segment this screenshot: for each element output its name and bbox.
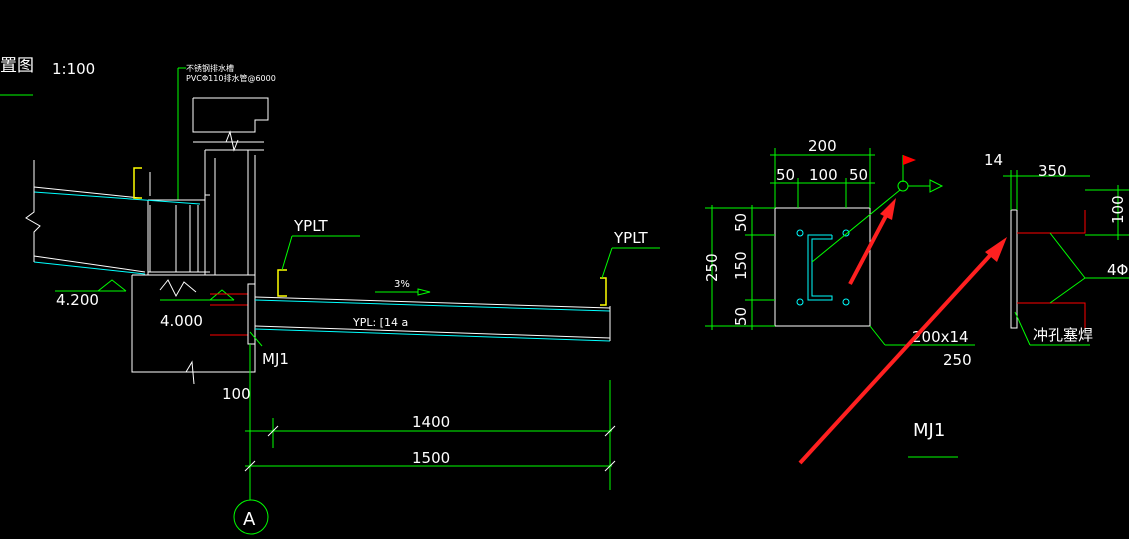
weld-note: 冲孔塞焊 — [1033, 326, 1093, 344]
mj1-dimensions — [705, 148, 875, 330]
side-width-label: 350 — [1038, 162, 1067, 180]
dim-50-v-a: 50 — [732, 213, 750, 232]
elevation-upper: 4.200 — [56, 291, 99, 309]
bolt-hole-tr — [842, 229, 850, 237]
elevation-lower: 4.000 — [160, 312, 203, 330]
bolt-hole-bl — [796, 298, 804, 306]
tick-3 — [244, 460, 256, 472]
mj1-plate-view — [774, 189, 975, 346]
yplt-right-leader — [601, 247, 613, 279]
drawing-title: 置图 — [0, 56, 34, 76]
beam-top-cyan — [254, 299, 611, 312]
bolt-hole-tl — [796, 229, 804, 237]
weld-ref-arrow — [929, 179, 944, 193]
red-arrow-1-head — [880, 198, 896, 220]
yplt-label-right: YPLT — [613, 229, 648, 247]
beam-bot-white — [254, 325, 611, 339]
roof-slab-bot-white — [33, 255, 146, 273]
dim-50-a: 50 — [776, 166, 795, 184]
side-red-top — [1017, 210, 1086, 234]
beam-top-white — [254, 296, 611, 309]
side-red-bot — [1017, 302, 1086, 328]
gutter-channel-left — [133, 167, 142, 199]
red-arrow-2-head — [985, 237, 1007, 262]
parapet-cap — [192, 97, 269, 133]
plate-length-label: 250 — [943, 351, 972, 369]
lower-beam — [131, 274, 256, 373]
weld-circle — [897, 180, 909, 192]
note-line-1: 不锈钢排水槽 — [186, 63, 234, 73]
section-structure — [131, 97, 269, 385]
weld-leader — [1014, 311, 1031, 346]
roof-slab-bot-cyan — [33, 261, 146, 275]
plate-leader-down — [869, 325, 886, 346]
roof-slab-top-cyan — [33, 191, 201, 205]
roof-slab-break — [25, 160, 41, 262]
elevation-markers: 4.200 4.000 — [55, 279, 256, 345]
section-dimensions — [244, 344, 616, 500]
roof-slab-top-white — [33, 186, 141, 199]
side-leader-b — [1049, 277, 1086, 304]
side-thk-label: 14 — [984, 151, 1003, 169]
axis-bubble: A — [233, 499, 269, 535]
embed-plate-outline — [774, 207, 871, 327]
yplt-labels: YPLT YPLT — [281, 217, 660, 279]
drawing-header: 置图 1:100 — [0, 56, 95, 96]
red-arrow-1-shaft — [848, 211, 890, 285]
plate-size-label: 200x14 — [912, 328, 969, 346]
yplt-label-left: YPLT — [293, 217, 328, 235]
dim-100-b: 100 — [809, 166, 838, 184]
yplt-left-leader — [281, 235, 293, 271]
drainage-note: 不锈钢排水槽 PVCΦ110排水管@6000 — [177, 63, 276, 200]
red-arrow-2-shaft — [798, 248, 997, 465]
side-plate — [1010, 209, 1018, 329]
tick-4 — [604, 460, 616, 472]
bolt-note: 4Φ — [1107, 261, 1128, 279]
mj1-detail-title: MJ1 — [913, 420, 945, 441]
beam-channel-left — [277, 269, 287, 297]
parapet-break-zig — [225, 130, 239, 152]
dim-1500: 1500 — [412, 449, 450, 467]
canopy-beam: YPL: [14 a 3% — [254, 269, 611, 342]
mj1-side-view — [1003, 170, 1129, 346]
elev-marker-upper — [97, 279, 127, 292]
dim-100: 100 — [222, 385, 251, 403]
annotation-arrows — [798, 198, 1007, 465]
beam-break-bottom — [185, 360, 195, 385]
plate-diagonal — [811, 189, 901, 263]
roof-slab — [25, 160, 201, 275]
dim-50-c: 50 — [849, 166, 868, 184]
mj1-leader-line — [249, 331, 263, 347]
tick-1 — [267, 425, 279, 437]
axis-circle — [233, 499, 269, 535]
slope-arrow-head — [417, 288, 431, 296]
beam-label: YPL: [14 a — [352, 316, 408, 329]
dim-1400: 1400 — [412, 413, 450, 431]
side-leader-a — [1049, 232, 1086, 279]
slope-label: 3% — [394, 279, 410, 290]
dim-250-v: 250 — [703, 253, 721, 282]
tick-2 — [604, 425, 616, 437]
dim-150-v: 150 — [732, 251, 750, 280]
elev-marker-lower — [209, 289, 235, 301]
dim-200: 200 — [808, 137, 837, 155]
flag — [903, 155, 916, 165]
note-line-2: PVCΦ110排水管@6000 — [186, 73, 276, 83]
mj1-leader: MJ1 — [249, 331, 289, 368]
side-height-label: 100 — [1109, 195, 1127, 224]
embed-plate — [247, 283, 256, 345]
mj1-section-label: MJ1 — [262, 350, 289, 368]
bolt-hole-br — [842, 298, 850, 306]
beam-channel-right — [600, 277, 607, 306]
weld-symbol — [897, 155, 944, 193]
dim-50-v-c: 50 — [732, 307, 750, 326]
channel-section — [807, 234, 833, 301]
gutter-box — [148, 194, 210, 201]
axis-label: A — [243, 509, 256, 530]
beam-break-zig — [159, 279, 197, 298]
drawing-scale: 1:100 — [52, 60, 95, 78]
beam-bot-cyan — [254, 328, 611, 342]
